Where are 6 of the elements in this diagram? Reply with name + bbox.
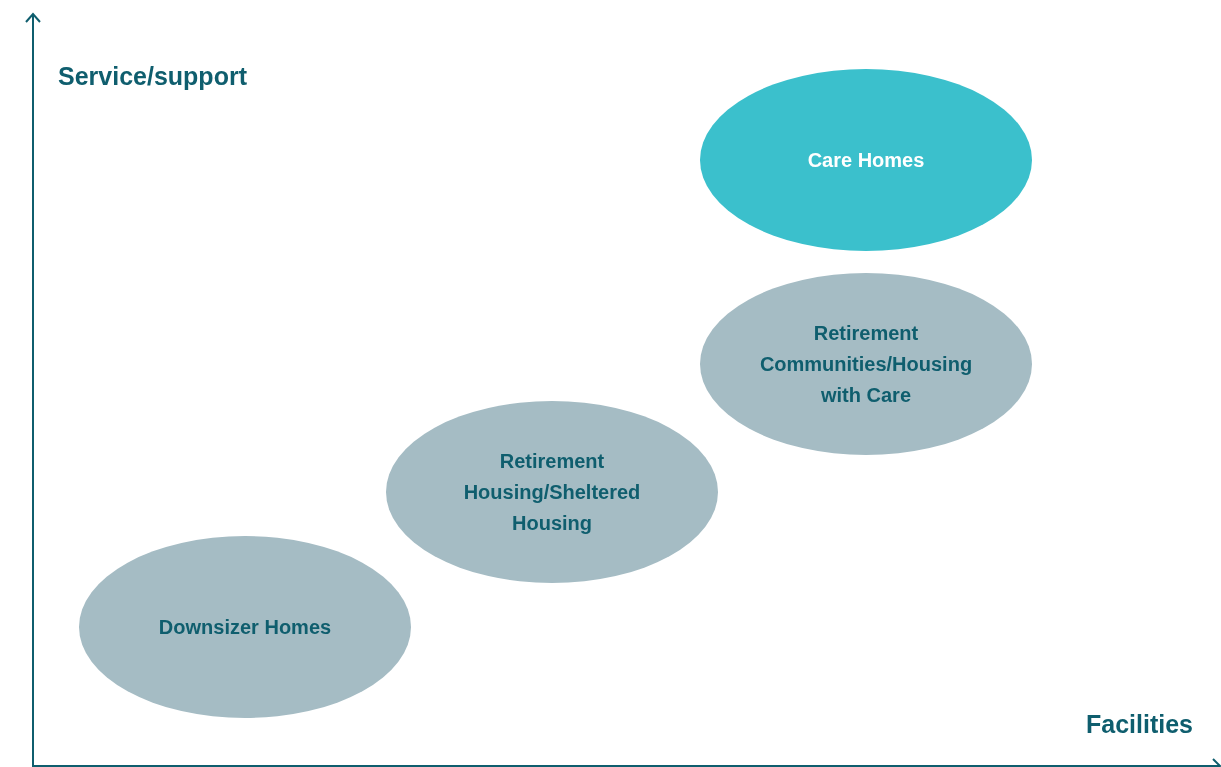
node-label: Retirement Housing/Sheltered Housing [462, 448, 642, 536]
node-label: Care Homes [806, 147, 926, 173]
node-label: Downsizer Homes [157, 614, 333, 640]
axis-label: Service/support [58, 61, 247, 92]
node-label: Retirement Communities/Housing with Care [758, 320, 974, 408]
axis-label: Facilities [1086, 709, 1193, 740]
